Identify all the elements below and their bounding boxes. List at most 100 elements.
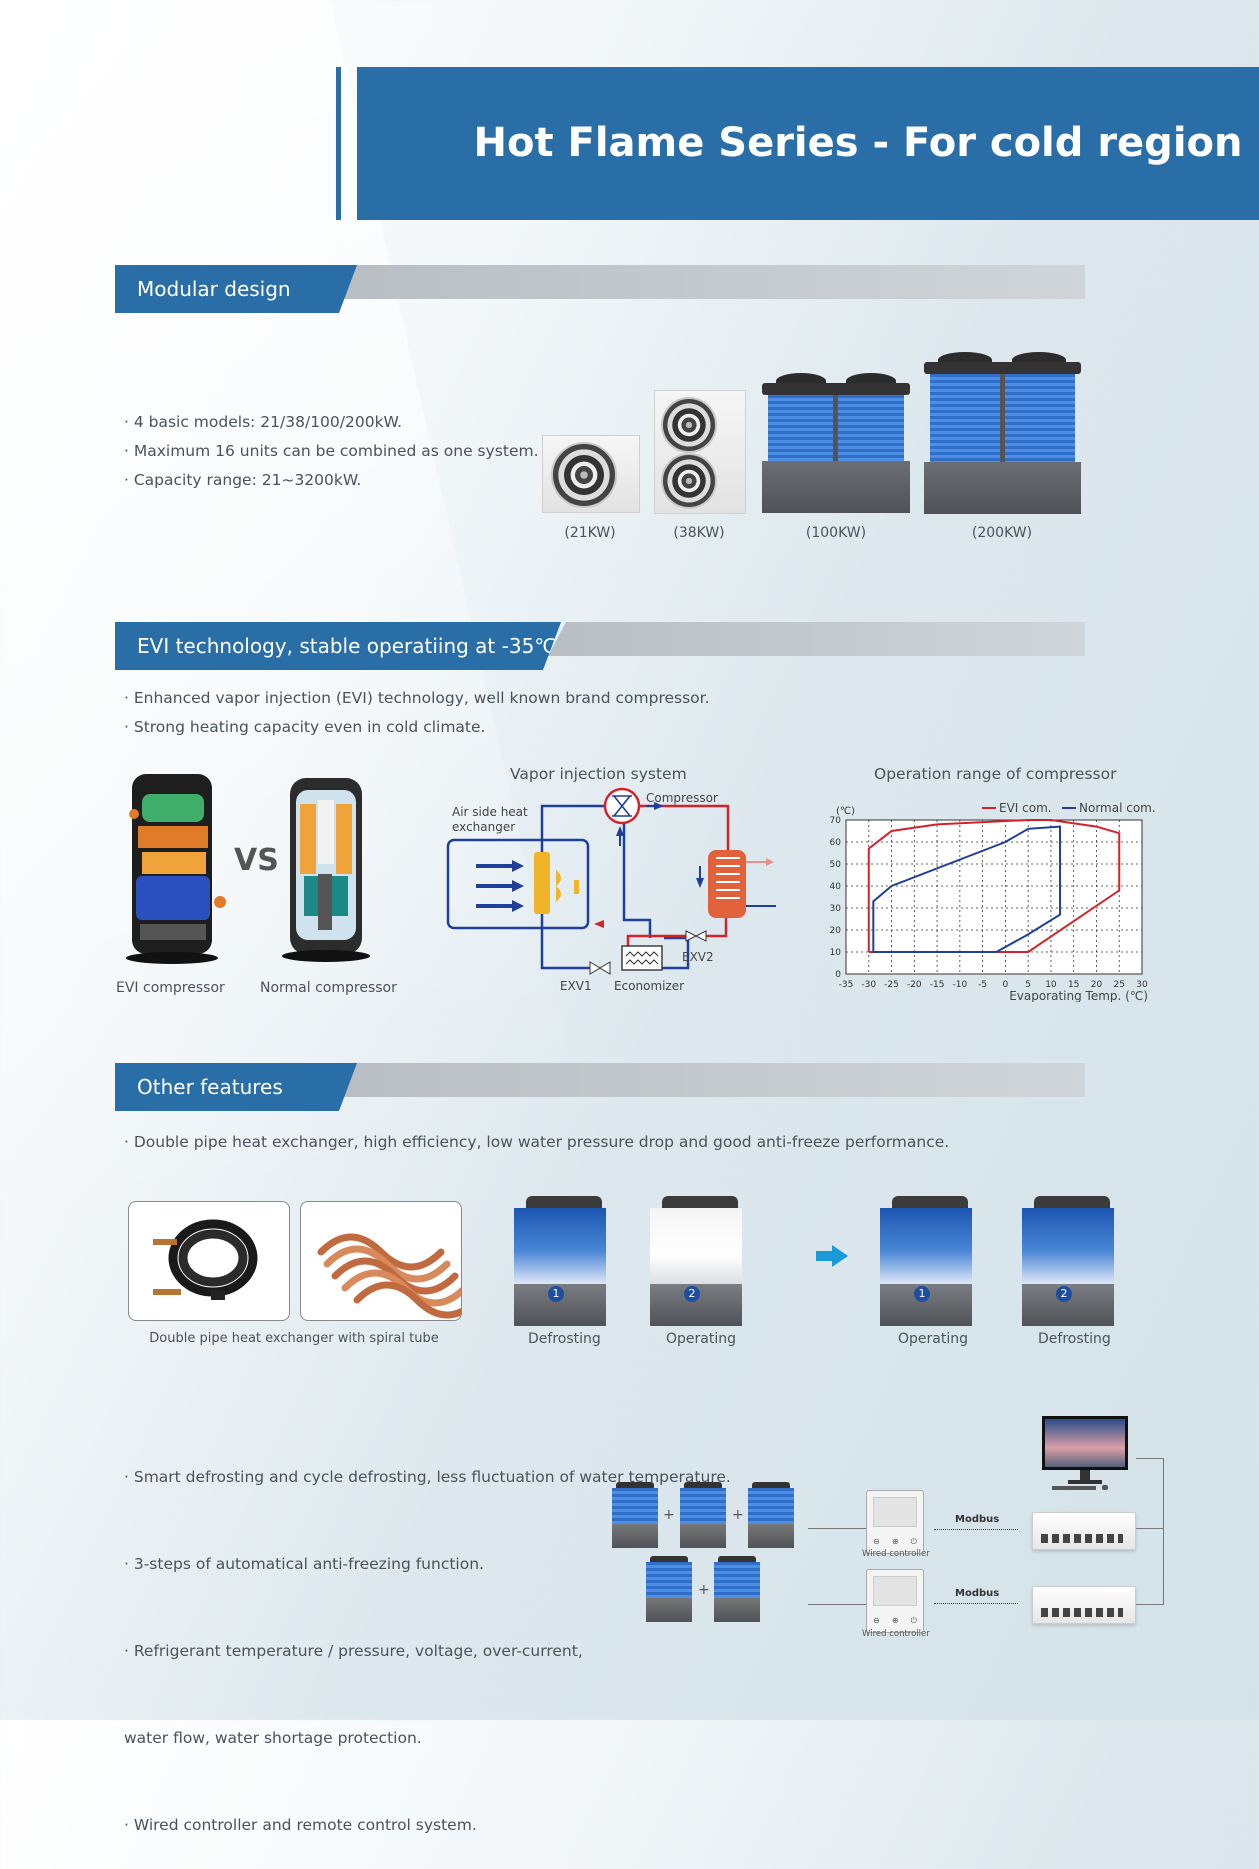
unit-38kw-image [654,390,746,514]
x-tick-label: -10 [952,980,967,990]
x-tick-label: 30 [1136,980,1148,990]
economizer-label: Economizer [614,979,684,993]
section-rule-other [338,1063,1085,1097]
y-tick-label: 70 [830,816,842,826]
defrost-label-3: Operating [898,1331,968,1347]
y-tick-label: 40 [830,882,842,892]
modbus-link [934,1529,1018,1530]
mini-unit-icon [748,1482,794,1548]
defrost-label-4: Defrosting [1038,1331,1111,1347]
compressor-comparison-image: VS [126,774,370,964]
connection-line [1136,1528,1164,1529]
air-side-label: Air side heat [452,805,528,819]
x-tick-label: 10 [1045,980,1057,990]
y-tick-label: 30 [830,904,842,914]
wired-controller-label: Wired controller [862,1629,930,1639]
modular-bullet-list: · 4 basic models: 21/38/100/200kW. · Max… [124,408,539,495]
connection-line [808,1604,866,1605]
section-heading-evi: EVI technology, stable operatiing at -35… [115,622,561,670]
x-tick-label: -30 [861,980,876,990]
model-label-38kw: (38KW) [673,525,725,541]
x-tick-label: -15 [930,980,945,990]
mini-unit-icon [714,1556,760,1622]
legend-label: EVI com. [999,801,1052,815]
plot-area [845,819,1143,975]
connection-line [1136,1604,1164,1605]
modular-bullet: · Maximum 16 units can be combined as on… [124,442,539,460]
section-rule-evi [548,622,1085,656]
heat-exchanger-coil-image [128,1201,290,1321]
unit-number-badge: 1 [914,1286,930,1302]
y-tick-label: 50 [830,860,842,870]
chart-title: Operation range of compressor [874,765,1117,783]
unit-number-badge: 1 [548,1286,564,1302]
mini-unit-icon [646,1556,692,1622]
title-accent-bar [336,67,341,220]
other-bullet: · Refrigerant temperature / pressure, vo… [124,1642,583,1660]
legend-label: Normal com. [1079,801,1156,815]
series-line-normal [872,825,1062,953]
section-heading-other: Other features [115,1063,357,1111]
other-bullet: · Wired controller and remote control sy… [124,1816,477,1834]
monitor-icon [1042,1416,1128,1490]
page-title: Hot Flame Series - For cold region [473,120,1243,166]
model-label-21kw: (21KW) [564,525,616,541]
y-tick-label: 0 [835,970,841,980]
modular-bullet: · 4 basic models: 21/38/100/200kW. [124,413,403,431]
defrost-label-2: Operating [666,1331,736,1347]
defrost-unit-2: 2 [650,1196,742,1326]
connection-line [1163,1458,1164,1604]
exv2-label: EXV2 [682,950,714,964]
air-side-label-2: exchanger [452,820,515,834]
other-bullet-list: · Smart defrosting and cycle defrosting,… [124,1405,731,1869]
evi-compressor-label: EVI compressor [116,980,225,996]
plus-label: + [698,1582,710,1598]
evi-bullet: · Enhanced vapor injection (EVI) technol… [124,689,710,707]
x-tick-label: 15 [1068,980,1079,990]
defrost-unit-1: 1 [514,1196,606,1326]
unit-number-badge: 2 [1056,1286,1072,1302]
series-line-evi [867,819,1121,953]
exv1-label: EXV1 [560,979,592,993]
vapor-injection-diagram: Compressor Air side heat exchanger EXV2 … [446,787,776,993]
spiral-tube-image [300,1201,462,1321]
x-tick-label: -5 [978,980,987,990]
y-tick-label: 20 [830,926,842,936]
modbus-label: Modbus [955,1514,1000,1525]
x-tick-label: 5 [1025,980,1031,990]
unit-100kw-image [762,373,910,513]
network-switch-icon [1032,1586,1136,1624]
x-tick-label: -20 [907,980,922,990]
y-axis-label: (℃) [836,806,855,817]
network-switch-icon [1032,1512,1136,1550]
model-label-200kw: (200KW) [971,525,1033,541]
normal-compressor-icon [282,778,370,962]
other-bullet: · Double pipe heat exchanger, high effic… [124,1133,950,1151]
normal-compressor-label: Normal compressor [260,980,397,996]
unit-number-badge: 2 [684,1286,700,1302]
other-bullet-1: · Double pipe heat exchanger, high effic… [124,1128,949,1157]
evi-bullet: · Strong heating capacity even in cold c… [124,718,486,736]
defrost-unit-4: 2 [1022,1196,1114,1326]
evi-bullet-list: · Enhanced vapor injection (EVI) technol… [124,684,710,742]
vs-label: VS [234,843,279,878]
y-tick-label: 60 [830,838,842,848]
title-banner [357,67,1259,220]
other-bullet: water flow, water shortage protection. [124,1729,422,1747]
unit-21kw-image [542,435,640,513]
fan-icon [661,453,717,509]
section-rule-modular [338,265,1085,299]
fan-icon [551,442,617,508]
modular-bullet: · Capacity range: 21~3200kW. [124,471,362,489]
plus-label: + [663,1507,675,1523]
other-bullet: · Smart defrosting and cycle defrosting,… [124,1468,731,1486]
defrost-label-1: Defrosting [528,1331,601,1347]
compressor-diagram-label: Compressor [646,791,718,805]
x-tick-label: 25 [1114,980,1125,990]
defrost-unit-3: 1 [880,1196,972,1326]
mini-unit-icon [612,1482,658,1548]
evi-compressor-icon [126,774,226,964]
heat-exchanger-caption: Double pipe heat exchanger with spiral t… [149,1331,439,1346]
section-heading-modular: Modular design [115,265,357,313]
